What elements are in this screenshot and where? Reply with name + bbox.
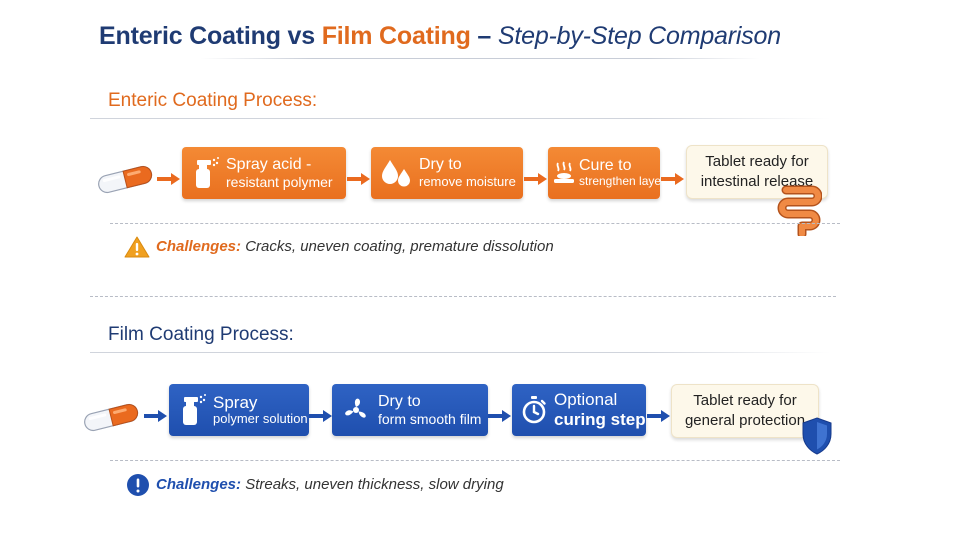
title-vs: vs	[280, 22, 322, 50]
section-separator	[90, 296, 836, 297]
step-line1: Cure to	[579, 156, 632, 174]
step-line1: Dry to	[419, 156, 462, 174]
film-heading-rule	[90, 352, 830, 353]
step-line2: form smooth film	[378, 411, 482, 428]
final-line1: Tablet ready for	[693, 392, 797, 409]
film-final-result: Tablet ready for general protection	[671, 384, 819, 438]
film-step-dry: Dry to form smooth film	[332, 384, 488, 436]
enteric-heading-rule	[90, 118, 830, 119]
step-line2: resistant polymer	[226, 174, 333, 191]
film-step-cure: Optional curing step	[512, 384, 646, 436]
step-line2: polymer solution	[213, 411, 308, 427]
film-divider	[110, 460, 840, 461]
enteric-step-dry: Dry to remove moisture	[371, 147, 523, 199]
final-line2: general protection	[684, 412, 806, 430]
fan-icon	[345, 398, 366, 418]
exclamation-icon	[127, 474, 149, 496]
heat-tray-icon	[554, 161, 574, 183]
challenge-text: Streaks, uneven thickness, slow drying	[241, 476, 504, 493]
enteric-divider	[110, 223, 840, 224]
intestine-icon	[777, 185, 822, 236]
title-divider	[200, 58, 760, 59]
film-challenges: Challenges: Streaks, uneven thickness, s…	[156, 476, 504, 493]
capsule-icon	[98, 165, 153, 194]
enteric-step-cure: Cure to strengthen layer	[548, 147, 665, 199]
flow-arrow-icon	[144, 410, 167, 422]
flow-arrow-icon	[157, 173, 180, 185]
flow-arrow-icon	[647, 410, 670, 422]
step-line2: curing step	[554, 410, 646, 429]
title-enteric: Enteric Coating	[99, 22, 281, 50]
page-title: Enteric Coating vs Film Coating – Step-b…	[0, 22, 880, 51]
warning-icon	[124, 236, 150, 258]
challenge-text: Cracks, uneven coating, premature dissol…	[241, 238, 554, 255]
final-line1: Tablet ready for	[705, 153, 809, 170]
step-line1: Dry to	[378, 392, 421, 410]
spray-bottle-icon	[196, 157, 219, 188]
shield-icon	[802, 417, 832, 455]
step-line2: strengthen layer	[579, 174, 666, 189]
film-step-spray: Spray polymer solution	[169, 384, 309, 436]
enteric-challenges: Challenges: Cracks, uneven coating, prem…	[156, 238, 554, 255]
flow-arrow-icon	[347, 173, 370, 185]
title-subtitle: Step-by-Step Comparison	[497, 22, 781, 50]
step-line2: remove moisture	[419, 173, 516, 189]
step-line1: Optional	[554, 390, 618, 410]
title-film: Film Coating	[321, 22, 471, 50]
title-dash: –	[470, 22, 498, 50]
step-line1: Spray	[213, 392, 258, 412]
flow-arrow-icon	[661, 173, 684, 185]
flow-arrow-icon	[488, 410, 511, 422]
enteric-step-spray: Spray acid - resistant polymer	[182, 147, 346, 199]
enteric-final-result: Tablet ready for intestinal release	[686, 145, 828, 199]
flow-arrow-icon	[309, 410, 332, 422]
water-drops-icon	[382, 160, 410, 187]
step-line1: Spray acid -	[226, 155, 312, 173]
stopwatch-icon	[522, 396, 546, 424]
challenge-label: Challenges:	[156, 238, 242, 255]
flow-arrow-icon	[524, 173, 547, 185]
spray-bottle-icon	[183, 394, 206, 425]
film-heading: Film Coating Process:	[108, 324, 294, 345]
capsule-icon	[84, 403, 139, 432]
challenge-label: Challenges:	[156, 476, 242, 493]
enteric-heading: Enteric Coating Process:	[108, 90, 318, 111]
